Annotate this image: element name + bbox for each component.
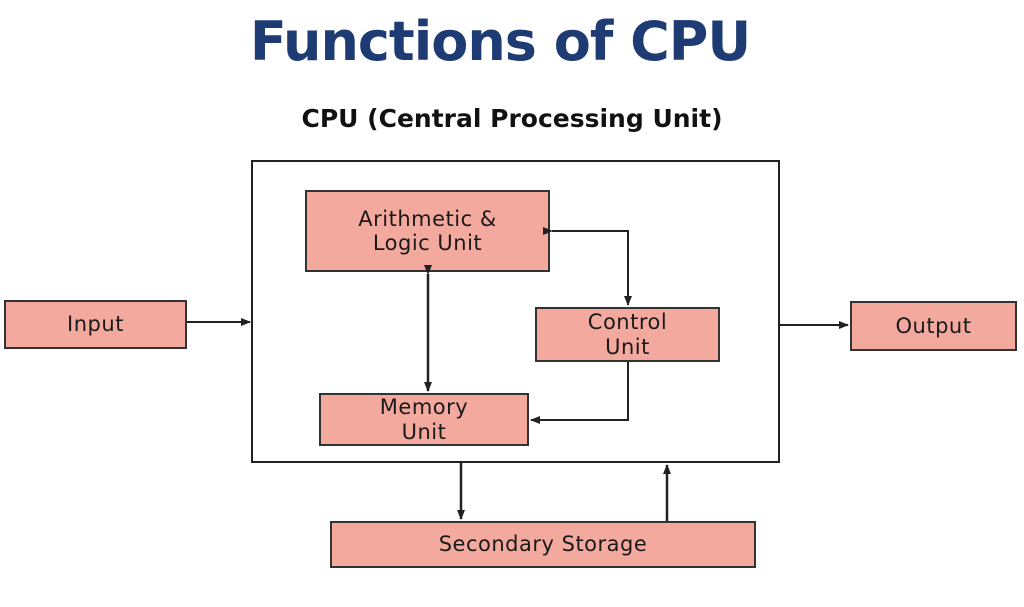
control-unit-node: Control Unit <box>535 307 720 362</box>
page-title: Functions of CPU <box>249 10 751 73</box>
input-node: Input <box>4 300 187 349</box>
diagram-subtitle: CPU (Central Processing Unit) <box>301 104 723 133</box>
memory-unit-node: Memory Unit <box>319 393 529 446</box>
output-node: Output <box>850 301 1017 351</box>
secondary-storage-node: Secondary Storage <box>330 521 756 568</box>
arrow-alu-control <box>543 227 632 306</box>
arrow-control-to-memory <box>530 362 629 424</box>
